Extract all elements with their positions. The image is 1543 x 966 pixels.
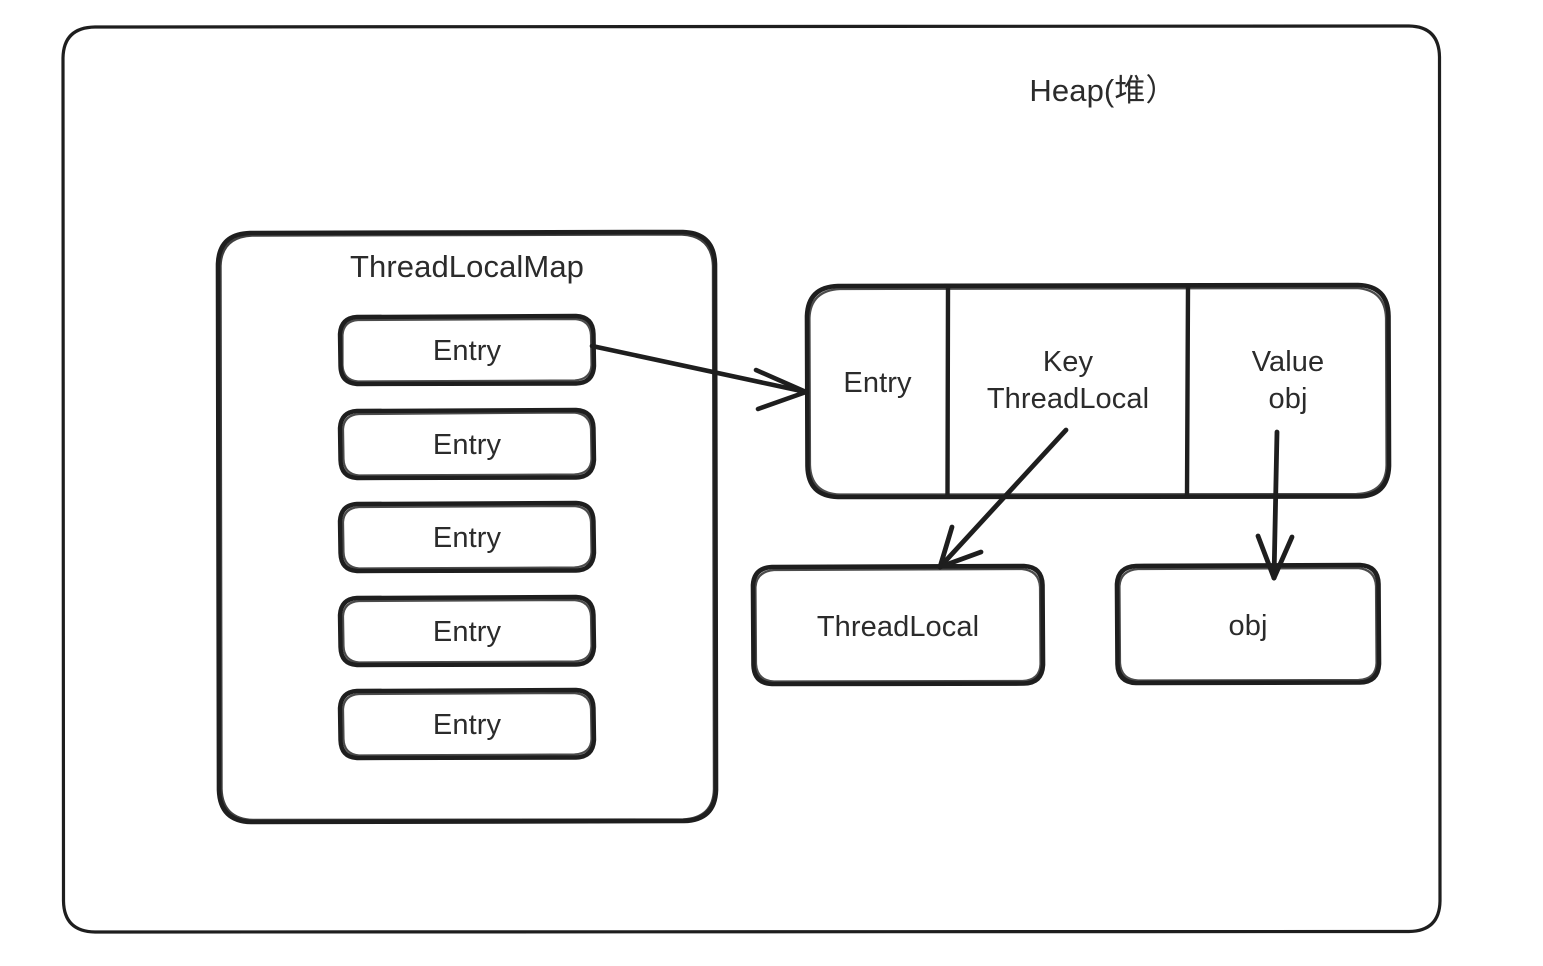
map-entry-1[interactable]: Entry (340, 316, 594, 384)
map-entry-1-label: Entry (432, 335, 502, 367)
map-entry-5[interactable]: Entry (340, 690, 594, 758)
obj-object-label: obj (1228, 610, 1268, 642)
entry-record-entry-label: Entry (843, 367, 912, 399)
map-entry-2-label: Entry (432, 429, 502, 461)
obj-object[interactable]: obj (1117, 566, 1379, 683)
threadlocal-object-label: ThreadLocal (816, 611, 980, 643)
entry-record-key-label-line1: Key (1042, 346, 1094, 378)
map-entry-4-label: Entry (432, 616, 502, 648)
map-entry-3[interactable]: Entry (340, 503, 594, 571)
map-entry-3-label: Entry (432, 522, 502, 554)
entry-record-entry-cell[interactable]: Entry (807, 286, 948, 497)
entry-to-record-arrow-stroke (589, 343, 809, 412)
threadlocal-object[interactable]: ThreadLocal (753, 567, 1043, 684)
entry-record-value-label-line1: Value (1251, 346, 1325, 378)
heap-title: Heap(堆） (1029, 73, 1177, 108)
threadlocalmap-title: ThreadLocalMap (349, 249, 585, 284)
map-entry-4[interactable]: Entry (340, 597, 594, 665)
entry-record-key-label-line2: ThreadLocal (986, 383, 1150, 415)
entry-record-value-label-line2: obj (1268, 383, 1308, 415)
map-entry-5-label: Entry (432, 709, 502, 741)
entry-record-value-cell[interactable]: Value obj (1188, 286, 1388, 497)
entry-record-key-cell[interactable]: Key ThreadLocal (948, 286, 1188, 497)
map-entry-2[interactable]: Entry (340, 410, 594, 478)
